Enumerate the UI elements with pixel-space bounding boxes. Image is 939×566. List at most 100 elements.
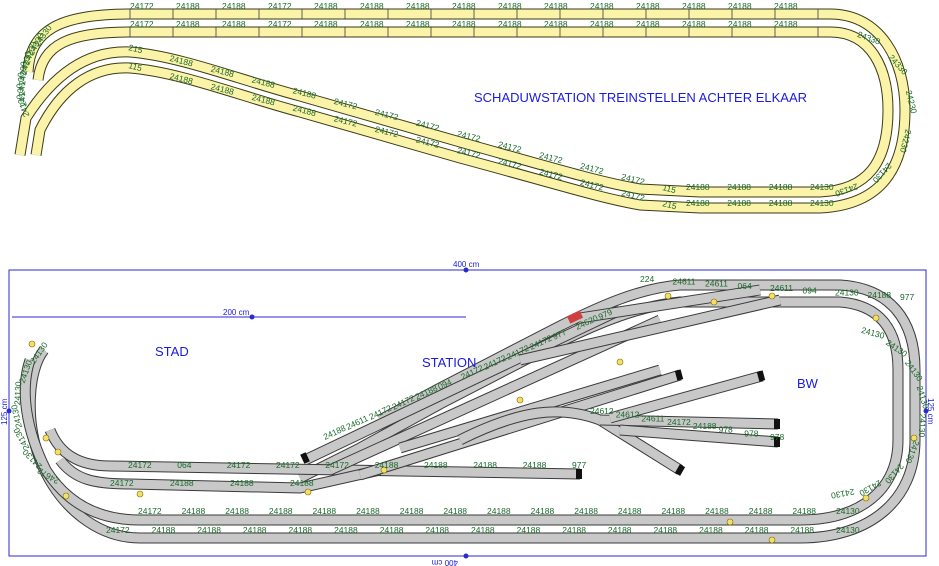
track-piece-label: 224 [640, 274, 654, 284]
track-piece-label: 24188 [608, 525, 632, 535]
track-piece-label: 24188 [868, 290, 892, 300]
track-piece-label: 064 [177, 460, 191, 470]
track-piece-label: 24188 [662, 506, 686, 516]
track-piece-label: 24130 [14, 82, 29, 107]
track-piece-label: 24188 [314, 19, 338, 29]
label-station: STATION [422, 355, 476, 370]
track-piece-label: 24188 [544, 19, 568, 29]
track-piece-label: 24130 [836, 506, 860, 516]
track-piece-label: 24188 [774, 1, 798, 11]
track-piece-label: 24188 [314, 1, 338, 11]
shadow-station-title: SCHADUWSTATION TREINSTELLEN ACHTER ELKAA… [474, 90, 807, 105]
track-piece-label: 24188 [222, 19, 246, 29]
track-piece-label: 115 [662, 182, 678, 195]
track-piece-label: 24612 [616, 410, 640, 420]
track-piece-label: 978 [719, 425, 733, 435]
track-piece-label: 24611 [673, 276, 696, 286]
dimension-top: 400 cm [453, 260, 480, 269]
track-piece-label: 094 [803, 285, 817, 295]
track-piece-label: 978 [744, 428, 758, 438]
track-piece-label: 24172 [130, 19, 154, 29]
track-piece-label: 24188 [498, 19, 522, 29]
track-piece-label: 24188 [654, 525, 678, 535]
track-piece-label: 24130 [917, 413, 928, 437]
track-piece-label: 977 [572, 460, 586, 470]
track-piece-label: 24188 [544, 1, 568, 11]
track-piece-label: 24188 [400, 506, 424, 516]
track-piece-label: 24188 [745, 525, 769, 535]
track-piece-label: 24130 [836, 525, 860, 535]
track-piece-label: 24188 [769, 198, 793, 208]
track-piece-label: 24188 [574, 506, 598, 516]
upper-top-row-2-labels: 24172 24188 24188 24172 24188 24188 24188 24188… [130, 19, 798, 29]
track-piece-label: 24611 [641, 413, 664, 423]
track-piece-label: 24188 [176, 19, 200, 29]
track-piece-label: 978 [770, 432, 784, 442]
track-piece-label: 24188 [686, 198, 710, 208]
track-piece-label: 24188 [618, 506, 642, 516]
track-piece-label: 24188 [693, 421, 717, 431]
track-piece-label: 24130 [12, 381, 23, 405]
track-piece-label: 115 [128, 60, 144, 73]
dimension-right: 125 cm [926, 398, 935, 425]
track-piece-label: 24188 [182, 506, 206, 516]
main-layout: 400 cm 400 cm 200 cm 125 cm 125 cm [0, 260, 935, 566]
track-piece-label: 24188 [289, 525, 313, 535]
track-piece-label: 24172 [268, 19, 292, 29]
track-piece-label: 24188 [727, 182, 751, 192]
track-piece-label: 24188 [225, 506, 249, 516]
upper-outer-track [22, 8, 911, 214]
label-bw: BW [797, 376, 819, 391]
track-piece-label: 24172 [227, 460, 251, 470]
track-piece-label: 24188 [728, 1, 752, 11]
main-outer-track [24, 279, 921, 544]
track-piece-label: 24130 [835, 288, 859, 298]
track-piece-label: 24188 [705, 506, 729, 516]
track-piece-label: 24230 [19, 50, 34, 75]
track-piece-label: 24130 [810, 198, 834, 208]
track-piece-label: 24611 [770, 283, 793, 293]
track-piece-label: 24188 [375, 460, 399, 470]
track-piece-label: 24188 [169, 71, 195, 86]
track-piece-label: 24188 [452, 19, 476, 29]
track-piece-label: 24172 [106, 525, 130, 535]
track-piece-label: 24172 [110, 478, 134, 488]
track-piece-label: 24188 [699, 525, 723, 535]
track-piece-label: 24188 [380, 525, 404, 535]
track-piece-label: 24188 [152, 525, 176, 535]
track-piece-label: 24130 [810, 182, 834, 192]
track-piece-label: 24188 [523, 460, 547, 470]
track-piece-label: 215 [662, 198, 678, 211]
dimension-bottom: 400 cm [431, 558, 458, 566]
track-piece-label: 24188 [590, 19, 614, 29]
track-piece-label: 24188 [452, 1, 476, 11]
track-piece-label: 24188 [517, 525, 541, 535]
track-piece-label: 24188 [682, 19, 706, 29]
track-piece-label: 24188 [356, 506, 380, 516]
track-piece-label: 24188 [243, 525, 267, 535]
track-piece-label: 24188 [774, 19, 798, 29]
track-piece-label: 24188 [531, 506, 555, 516]
track-piece-label: 24188 [425, 525, 449, 535]
track-piece-label: 24188 [498, 1, 522, 11]
track-piece-label: 24188 [170, 478, 194, 488]
track-piece-label: 24230 [17, 61, 28, 85]
track-piece-label: 24130 [15, 72, 27, 97]
track-piece-label: 24172 [128, 460, 152, 470]
track-piece-label: 24188 [360, 1, 384, 11]
upper-diag-2-labels: 1152418824188241882418824172241722417224… [128, 60, 678, 211]
label-stad: STAD [155, 344, 189, 359]
track-piece-label: 24188 [686, 182, 710, 192]
track-piece-label: 24188 [406, 19, 430, 29]
track-piece-label: 24172 [138, 506, 162, 516]
track-piece-label: 24188 [473, 460, 497, 470]
track-piece-label: 24188 [562, 525, 586, 535]
